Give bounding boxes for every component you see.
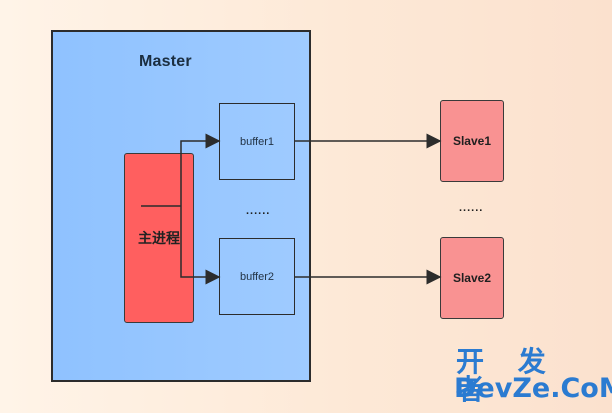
slave-ellipsis: ...... bbox=[459, 202, 484, 214]
slave2-box: Slave2 bbox=[440, 237, 504, 319]
master-title: Master bbox=[139, 53, 192, 70]
watermark-chinese: 开 发 者 bbox=[456, 345, 558, 406]
main-process-box: 主进程 bbox=[124, 153, 194, 323]
master-container: Master 主进程 bbox=[51, 30, 311, 382]
watermark-english: DevZe.CoM bbox=[454, 373, 612, 404]
branch-to-buffer1-arrow bbox=[180, 133, 221, 206]
branch-to-buffer2-arrow bbox=[180, 206, 221, 285]
slave1-box: Slave1 bbox=[440, 100, 504, 182]
buffer-ellipsis: ...... bbox=[246, 205, 271, 217]
